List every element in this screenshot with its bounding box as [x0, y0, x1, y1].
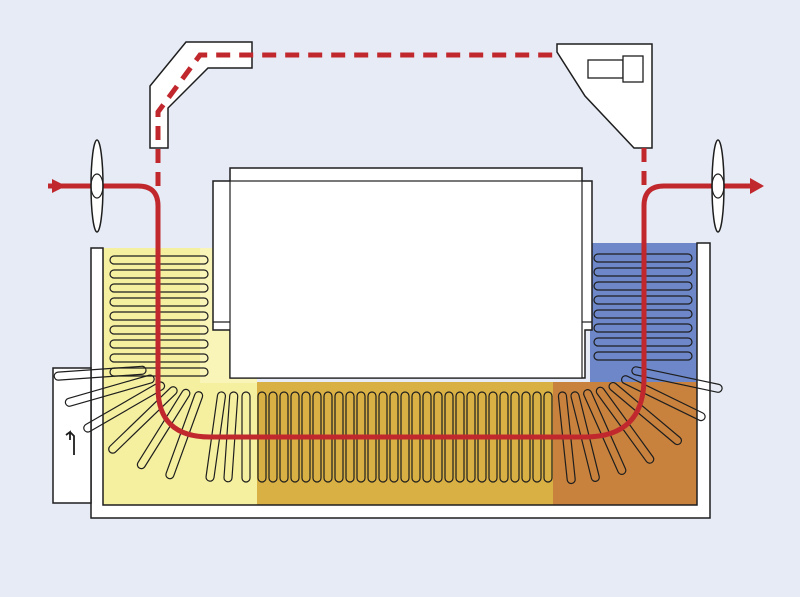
inlet-arrow-icon: [52, 179, 66, 193]
film-loop: [53, 365, 147, 381]
power-supply-box: [52, 367, 92, 504]
middle-zone-fill: [257, 382, 553, 505]
film-loop: [83, 381, 166, 433]
guide-box-icon: [149, 41, 253, 149]
film-loop: [608, 381, 683, 446]
lightning-icon: [65, 430, 75, 455]
drive-unit-icon: [556, 43, 653, 149]
roller-icon: [711, 139, 725, 233]
process-line-solid: [48, 183, 750, 440]
process-line-dashed: [155, 52, 647, 186]
outlet-arrow-icon: [750, 178, 764, 194]
film-loop: [620, 375, 706, 422]
process-path: [48, 52, 764, 440]
tank-outline: [90, 242, 711, 519]
film-loop: [108, 386, 178, 454]
film-loop: [631, 366, 723, 393]
film-loop: [64, 374, 155, 407]
drum-frame: [212, 167, 593, 379]
roller-icon: [90, 139, 104, 233]
film-loop: [136, 388, 191, 470]
